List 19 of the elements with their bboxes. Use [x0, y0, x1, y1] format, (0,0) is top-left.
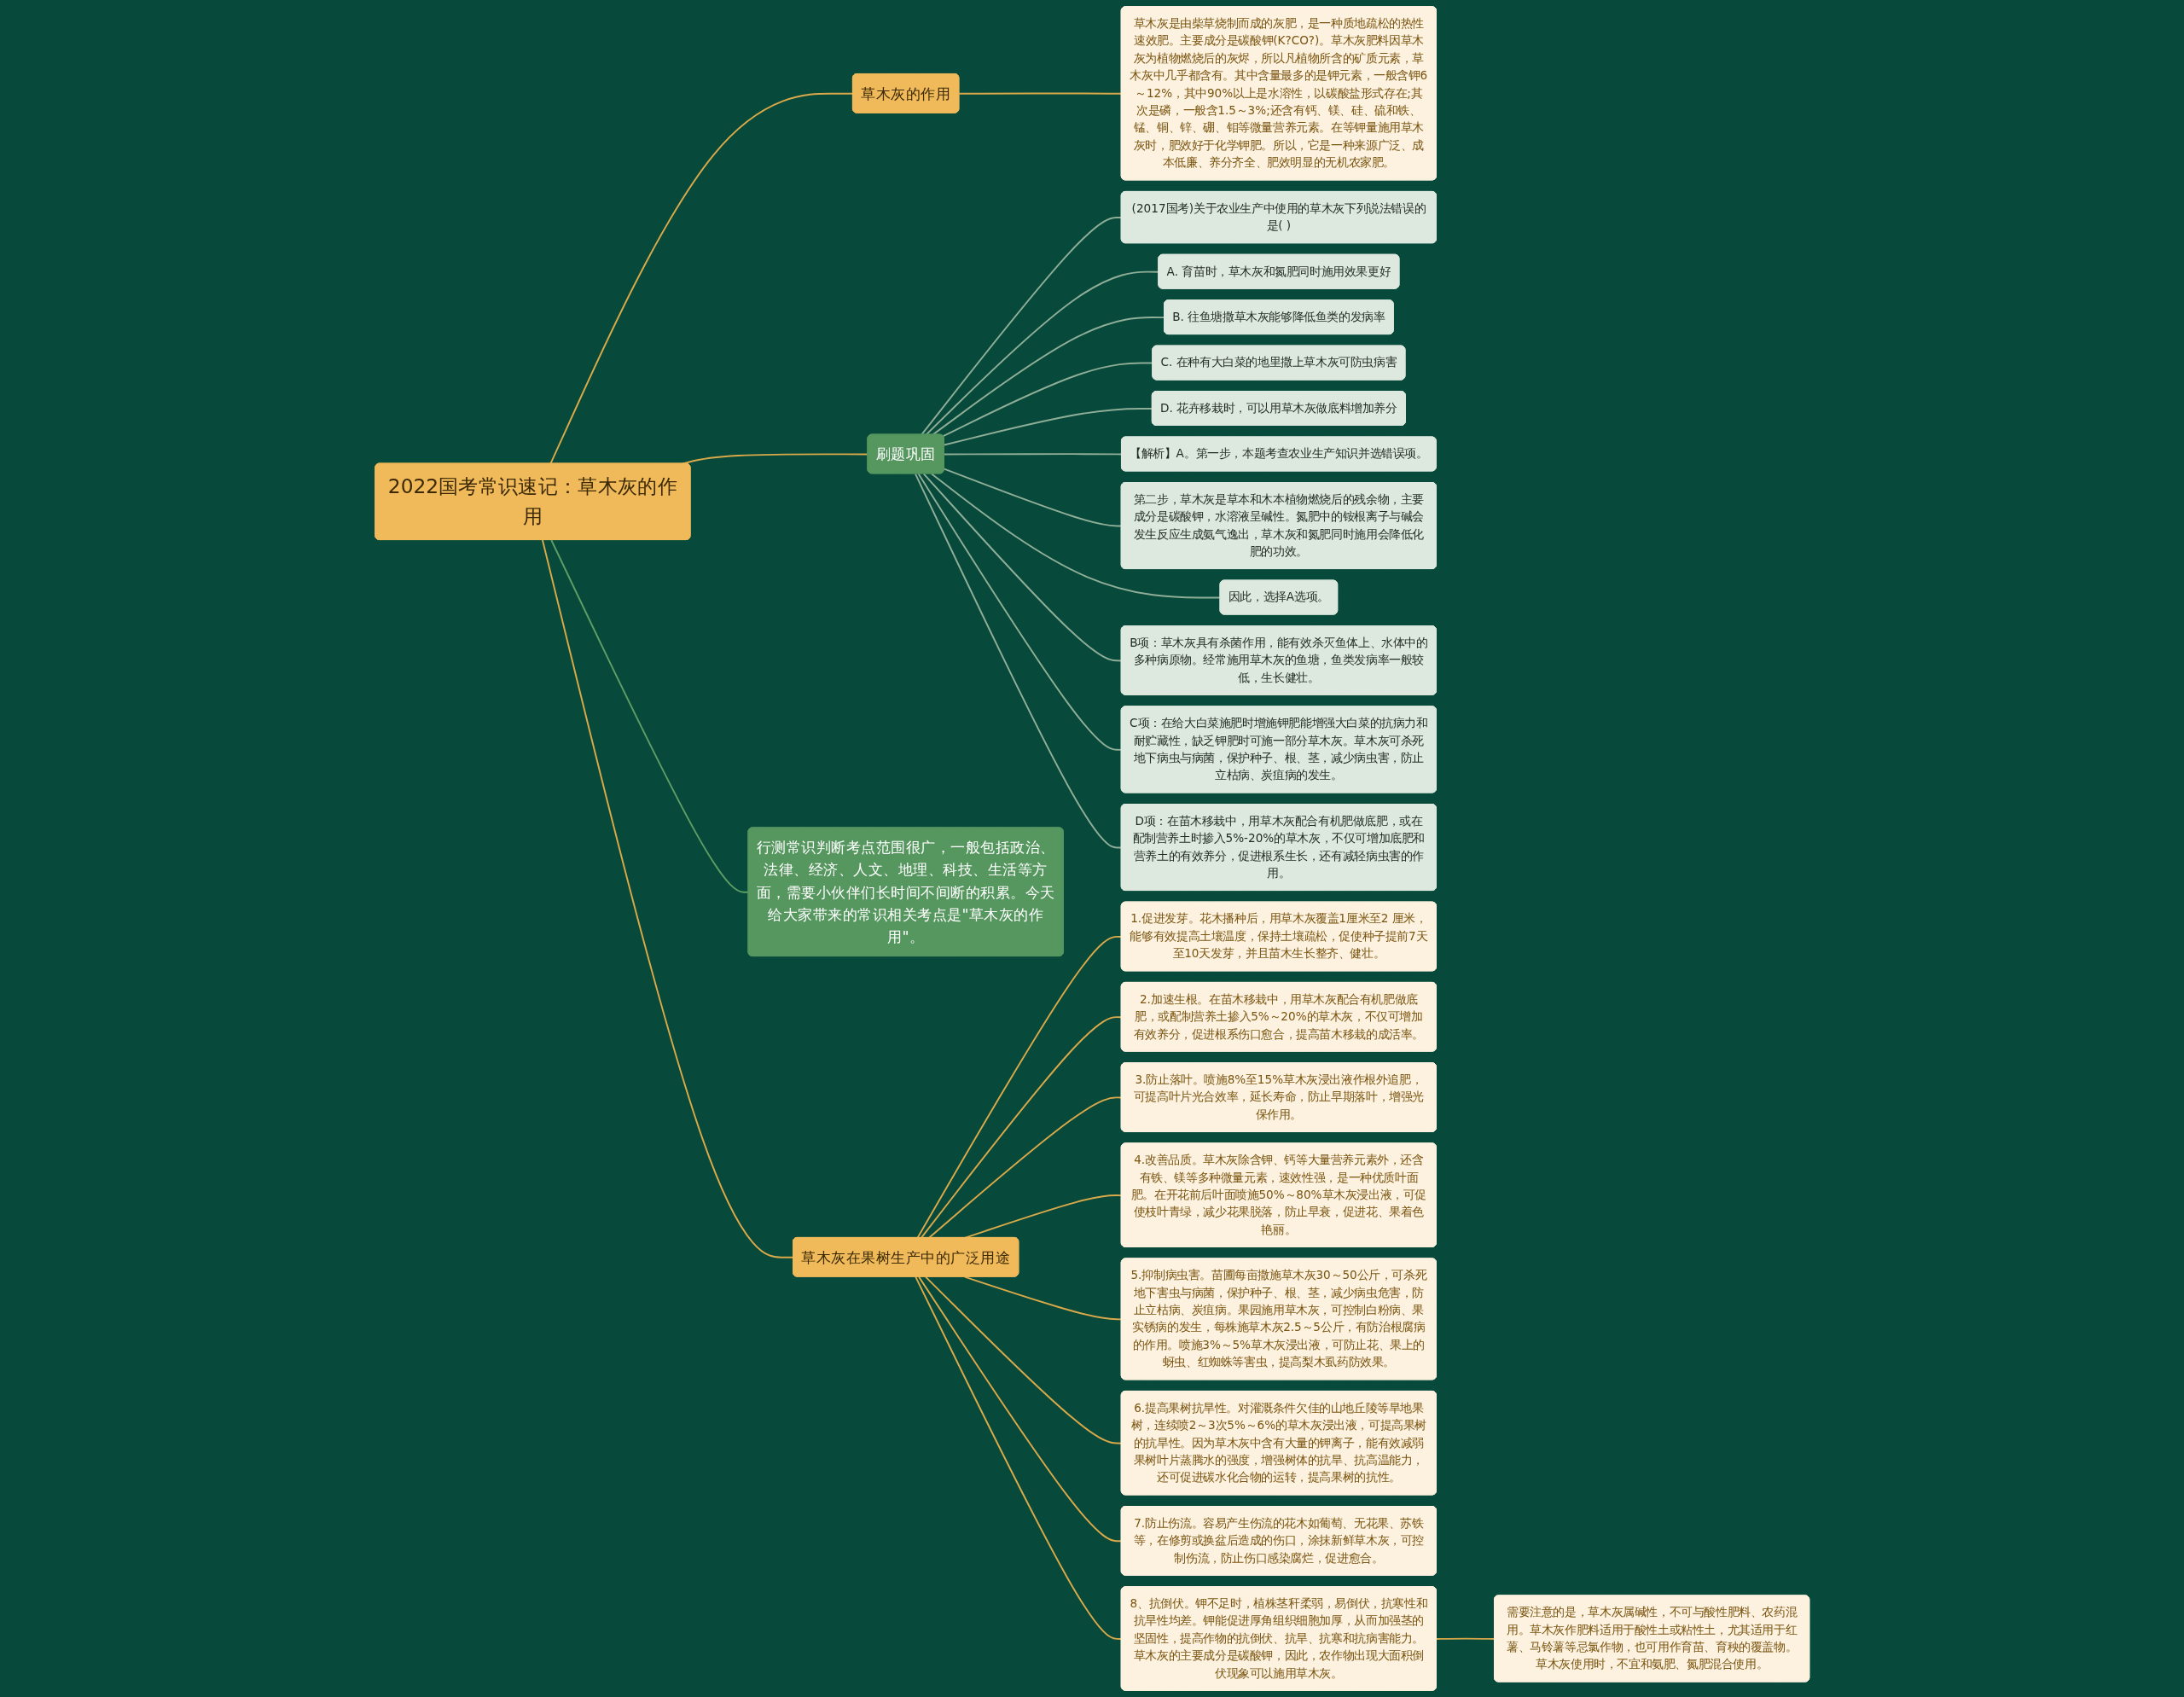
connector: [914, 473, 1123, 849]
connector: [932, 317, 1165, 436]
connector: [963, 1276, 1123, 1321]
connector: [917, 1276, 1123, 1543]
connector: [920, 1016, 1123, 1239]
connector: [922, 473, 1123, 662]
connector: [943, 407, 1153, 446]
connector: [917, 473, 1123, 751]
connector: [915, 1276, 1123, 1640]
connector: [549, 92, 854, 465]
connector: [958, 92, 1123, 95]
connector: [943, 453, 1123, 456]
connector: [1435, 1637, 1496, 1640]
connector: [920, 217, 1123, 436]
connector: [943, 468, 1123, 527]
connector: [927, 1096, 1123, 1239]
connector: [916, 935, 1123, 1239]
connector: [541, 539, 794, 1258]
connector: [924, 1276, 1123, 1444]
